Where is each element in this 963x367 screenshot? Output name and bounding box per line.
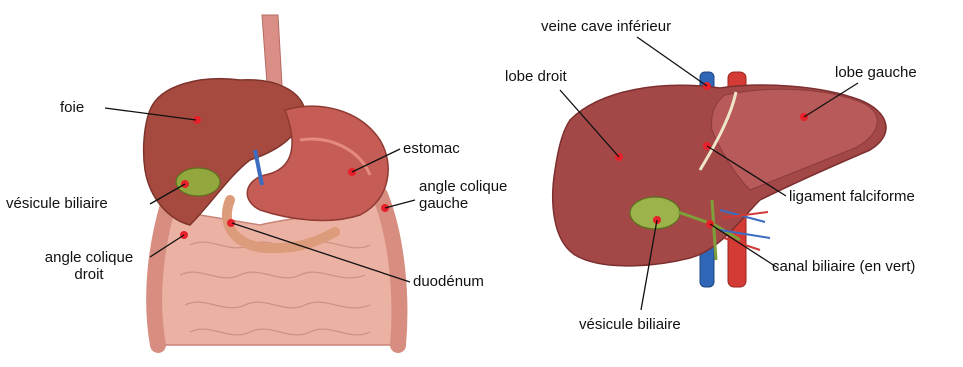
label-angle-droit-line1: angle colique	[30, 249, 148, 266]
label-canal: canal biliaire (en vert)	[772, 258, 915, 275]
label-veine-cave: veine cave inférieur	[541, 18, 671, 35]
label-ligament: ligament falciforme	[789, 188, 915, 205]
label-angle-colique-droit: angle colique droit	[30, 249, 148, 283]
label-estomac: estomac	[403, 140, 460, 157]
label-angle-gauche-line2: gauche	[419, 195, 507, 212]
label-angle-gauche-line1: angle colique	[419, 178, 507, 195]
veine-cave-leader	[637, 37, 707, 86]
label-duodenum: duodénum	[413, 273, 484, 290]
label-lobe-gauche: lobe gauche	[835, 64, 917, 81]
digestive-system-figure	[105, 15, 415, 345]
label-foie: foie	[60, 99, 84, 116]
label-vesicule-left: vésicule biliaire	[6, 195, 108, 212]
label-lobe-droit: lobe droit	[505, 68, 567, 85]
label-vesicule-right: vésicule biliaire	[579, 316, 681, 333]
label-angle-colique-gauche: angle colique gauche	[419, 178, 507, 212]
label-angle-droit-line2: droit	[30, 266, 148, 283]
gallbladder-right	[630, 197, 680, 229]
